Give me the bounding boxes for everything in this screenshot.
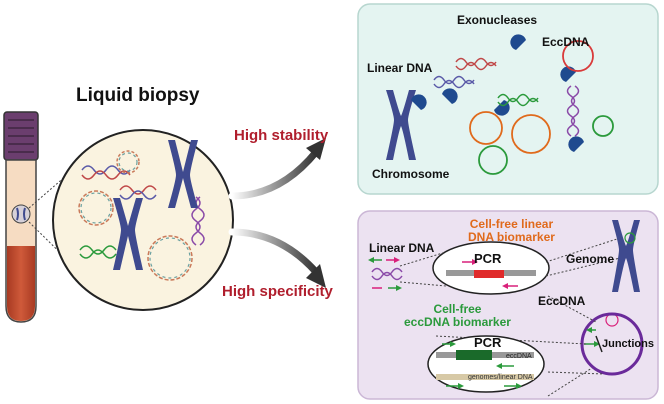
pcr-bottom-label: PCR — [474, 335, 502, 350]
linear-dna-label-bottom: Linear DNA — [369, 241, 435, 255]
eccdna-circle — [592, 115, 614, 137]
arrow-high-stability — [228, 148, 320, 200]
chromosome-icon — [168, 140, 198, 208]
eccdna-label-bottom: EccDNA — [538, 294, 586, 308]
ecc-biomarker-line1: Cell-free — [433, 302, 482, 316]
eccdna-circle — [511, 114, 551, 154]
chromosome-icon — [612, 220, 640, 292]
linear-dna-label: Linear DNA — [367, 61, 433, 75]
arrow-high-specificity — [228, 228, 320, 276]
blood-tube — [3, 111, 39, 323]
tube-magnify-spot — [11, 204, 31, 224]
tube-blood — [7, 246, 35, 321]
arrow-high-specificity-head — [306, 264, 326, 288]
high-stability-label: High stability — [234, 127, 329, 144]
exonuclease-icon — [411, 94, 427, 110]
pcr-linear-ellipse — [432, 241, 550, 295]
chromosome-icon — [386, 90, 416, 160]
eccdna-circle — [469, 111, 503, 145]
liquid-biopsy-circle — [52, 129, 234, 311]
eccdna-bar-label: eccDNA — [506, 353, 532, 360]
pcr-top-label: PCR — [474, 251, 502, 266]
eccdna-circle — [478, 145, 508, 175]
exonuclease-icon — [442, 88, 458, 104]
specificity-panel — [357, 210, 659, 400]
ecc-biomarker-label: Cell-free eccDNA biomarker — [404, 302, 511, 330]
liquid-biopsy-title: Liquid biopsy — [76, 85, 200, 106]
junction-circle — [580, 312, 644, 376]
linear-biomarker-line1: Cell-free linear — [469, 217, 554, 231]
exonuclease-icon — [510, 34, 526, 50]
exonucleases-label: Exonucleases — [457, 13, 538, 27]
junctions-label: Junctions — [602, 338, 654, 350]
linear-biomarker-line2: DNA biomarker — [468, 230, 555, 245]
chromosome-icon — [113, 198, 143, 270]
arrow-high-stability-head — [306, 138, 326, 160]
stability-panel — [357, 3, 659, 195]
ecc-biomarker-line2: eccDNA biomarker — [404, 315, 511, 330]
exonuclease-icon — [568, 136, 584, 152]
genome-bar-label: genomes/linear DNA — [468, 374, 533, 381]
eccdna-circle — [562, 40, 594, 72]
chromosome-label: Chromosome — [372, 167, 450, 181]
high-specificity-label: High specificity — [222, 283, 333, 300]
eccdna-label: EccDNA — [542, 35, 590, 49]
genome-label: Genome — [566, 252, 615, 266]
linear-biomarker-label: Cell-free linear DNA biomarker — [468, 217, 555, 245]
